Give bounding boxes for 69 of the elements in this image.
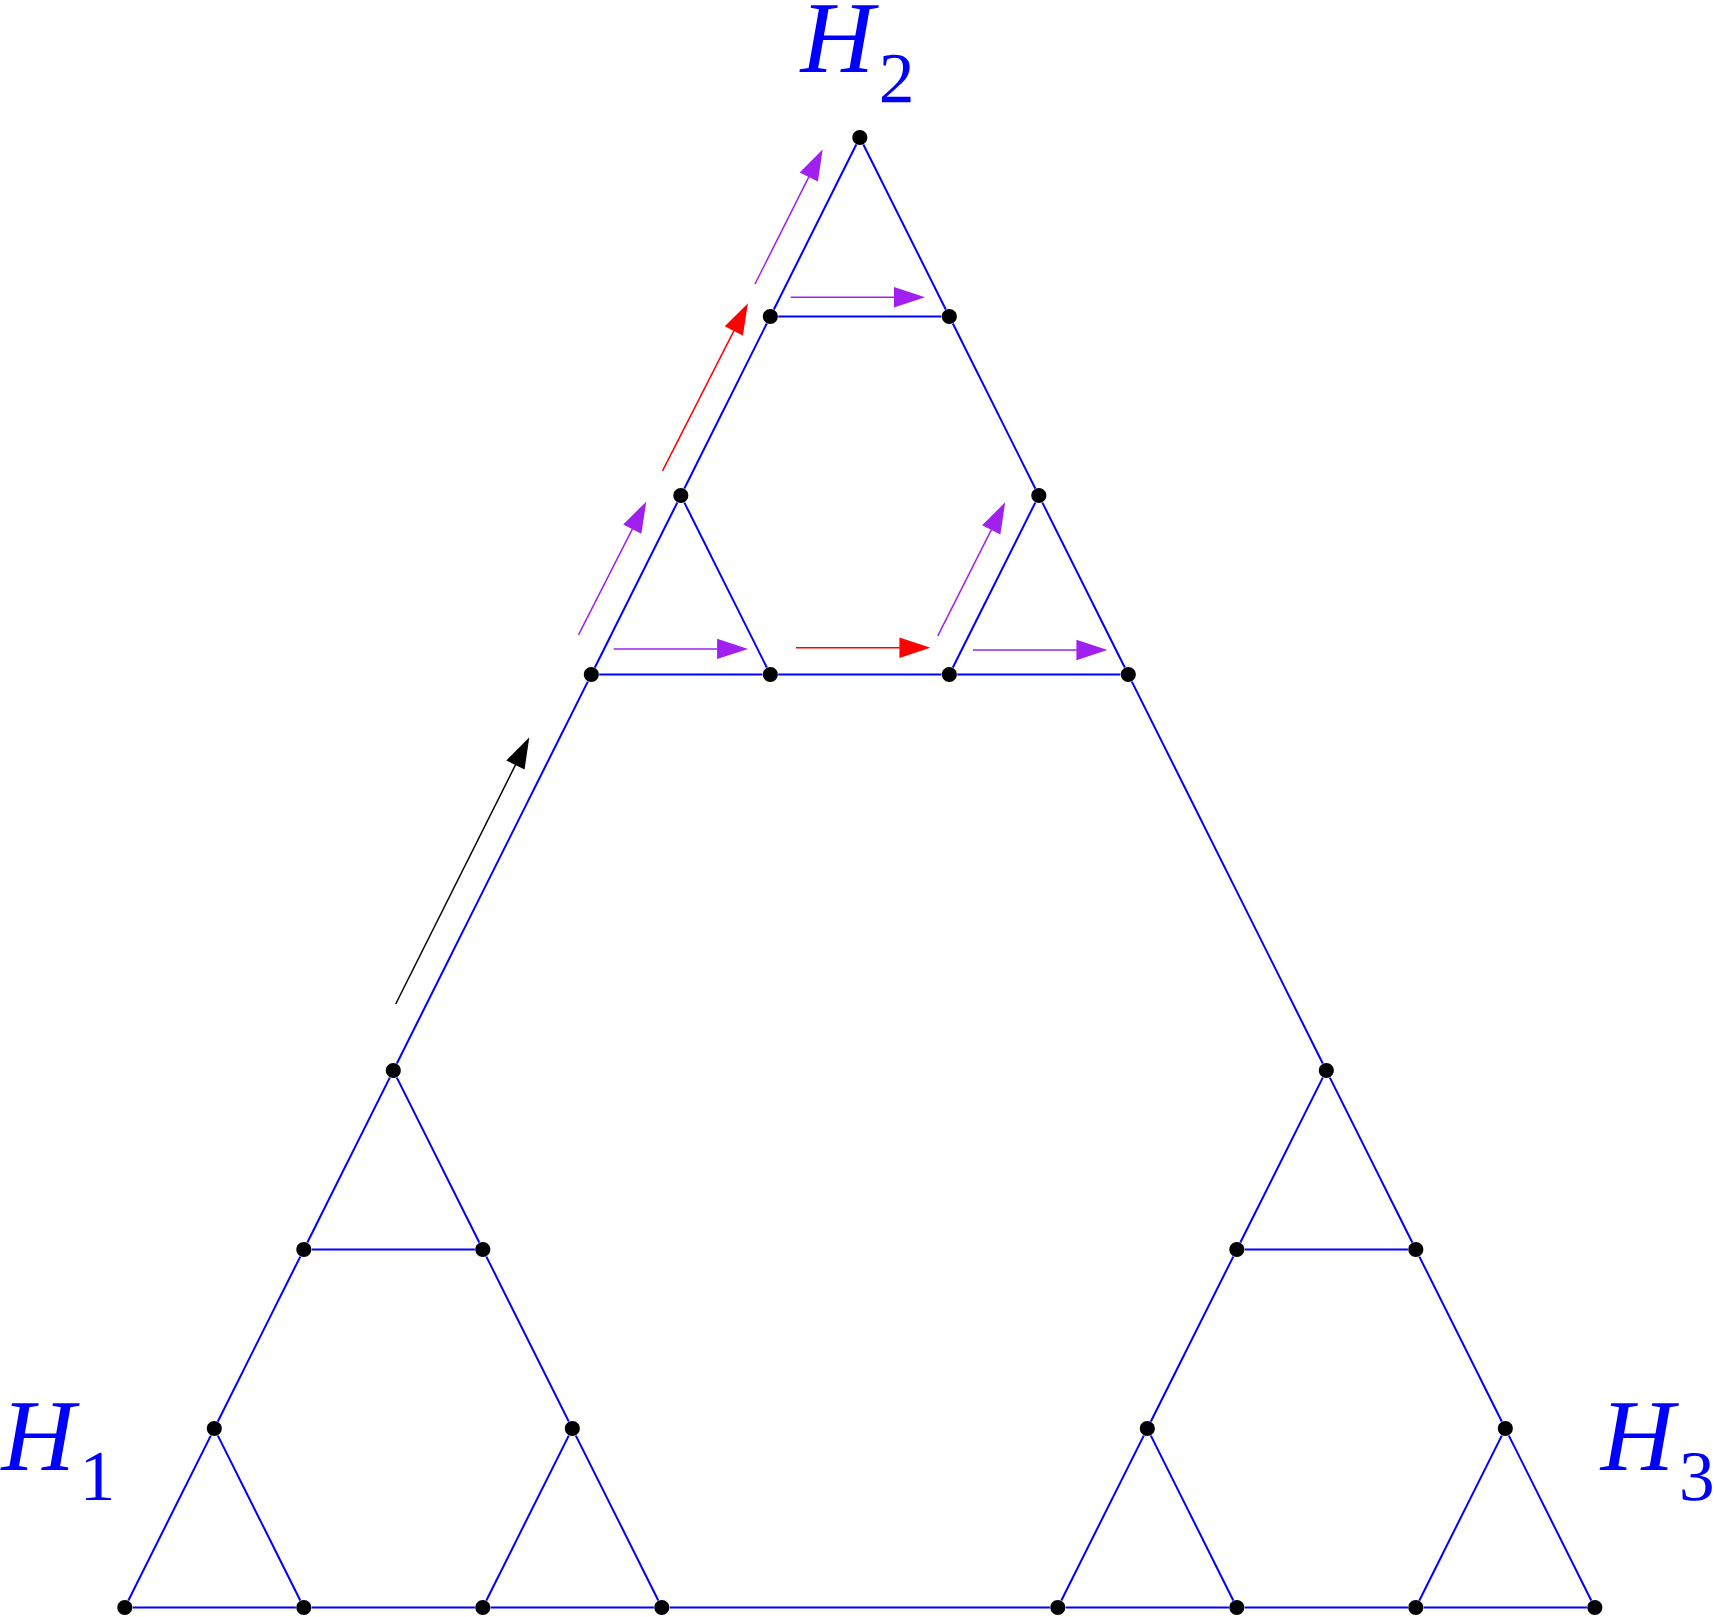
graph-edge xyxy=(956,673,1122,676)
vertex-dot xyxy=(941,309,957,324)
vertex-dot xyxy=(1120,667,1136,682)
vertex-dot xyxy=(1408,1600,1424,1615)
graph-edge xyxy=(1328,1076,1414,1244)
graph-edge xyxy=(1064,1606,1230,1609)
graph-edge xyxy=(593,501,679,669)
graph-edge xyxy=(777,315,943,318)
graph-edge xyxy=(1243,1248,1409,1251)
vertex-dot xyxy=(762,309,778,324)
graph-edge xyxy=(574,1434,660,1602)
graph-edge xyxy=(127,1434,212,1602)
vertex-dot xyxy=(296,1242,312,1257)
part-label: H$_{2}$ xyxy=(799,5,911,103)
graph-edge xyxy=(395,1076,481,1244)
graph-edge xyxy=(772,143,858,311)
graph-edge xyxy=(216,1434,302,1602)
graph-edge xyxy=(1041,501,1126,669)
vertex-dot xyxy=(117,1600,133,1615)
graph-edge xyxy=(485,1434,570,1602)
graph-edge xyxy=(1422,1606,1588,1609)
graph-edge xyxy=(131,1606,297,1609)
graph-edge xyxy=(1149,1434,1235,1602)
graph-edge xyxy=(395,680,589,1065)
part-label: H$_{1}$ xyxy=(0,1403,112,1500)
graph-edge xyxy=(1130,680,1324,1065)
graph-edge xyxy=(1418,1255,1503,1423)
vertex-dot xyxy=(1587,1600,1603,1615)
vertex-dot xyxy=(762,667,778,682)
graph-edge xyxy=(668,1606,1051,1609)
vertex-dot xyxy=(206,1421,222,1436)
graph-edge xyxy=(1418,1434,1503,1602)
graph-edge xyxy=(951,501,1037,669)
graph-edge xyxy=(216,1255,302,1423)
graph-edge xyxy=(310,1248,476,1251)
graph-edge xyxy=(485,1255,570,1423)
graph-edge xyxy=(1149,1255,1235,1423)
vertex-dot xyxy=(852,130,868,145)
part-label: H$_{3}$ xyxy=(1599,1403,1712,1501)
vertex-dot xyxy=(1229,1600,1245,1615)
graph-edge xyxy=(1060,1434,1145,1602)
vertex-dot xyxy=(385,1063,401,1078)
vertex-dot xyxy=(1031,488,1047,503)
graph-edge xyxy=(489,1606,655,1609)
vertex-dot xyxy=(1318,1063,1334,1078)
vertex-dot xyxy=(1050,1600,1066,1615)
vertex-dot xyxy=(941,667,957,682)
graph-edge xyxy=(1239,1076,1324,1244)
vertex-dot xyxy=(673,488,689,503)
vertex-dot xyxy=(1408,1242,1424,1257)
graph-edge xyxy=(1243,1606,1409,1609)
vertex-dot xyxy=(1139,1421,1155,1436)
graph-edge xyxy=(306,1076,391,1244)
graph-edge xyxy=(598,673,764,676)
vertex-dot xyxy=(296,1600,312,1615)
graph-edge xyxy=(683,501,768,669)
graph-edge xyxy=(310,1606,476,1609)
vertex-dot xyxy=(583,667,599,682)
vertex-dot xyxy=(475,1600,491,1615)
vertex-dot xyxy=(1497,1421,1513,1436)
graph-edge xyxy=(683,322,768,490)
graph-edge xyxy=(1507,1434,1593,1602)
vertex-dot xyxy=(564,1421,580,1436)
graph-edge xyxy=(862,143,947,311)
graph-edge xyxy=(777,673,943,676)
vertex-dot xyxy=(1229,1242,1245,1257)
graph-edge xyxy=(951,322,1037,490)
vertex-dot xyxy=(475,1242,491,1257)
vertex-dot xyxy=(654,1600,670,1615)
